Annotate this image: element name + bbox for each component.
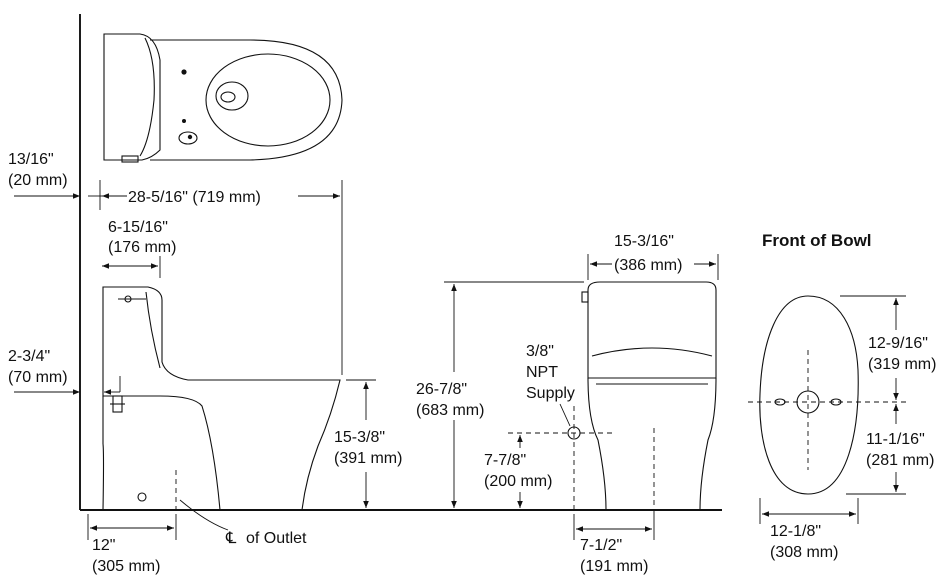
dim-15-3-16: 15-3/16" (386 mm) <box>587 233 719 280</box>
bowl-view <box>748 295 906 495</box>
bowl-view-title: Front of Bowl <box>762 231 872 250</box>
top-view <box>103 33 343 163</box>
side-view-profile <box>102 286 341 511</box>
supply-size: 3/8" <box>526 343 554 360</box>
dim-15-3-16-metric: (386 mm) <box>614 257 682 274</box>
supply-label: Supply <box>526 385 575 402</box>
dim-12-1-8-label: 12-1/8" <box>770 523 821 540</box>
dim-13-16-metric: (20 mm) <box>8 172 68 189</box>
top-view-tank-clip <box>121 155 139 163</box>
dim-2-3-4-metric: (70 mm) <box>8 369 68 386</box>
dim-12-9-16-label: 12-9/16" <box>868 335 928 352</box>
front-view-bowl-outline <box>587 377 717 511</box>
dim-15-3-16-label: 15-3/16" <box>614 233 674 250</box>
dim-12-label: 12" <box>92 537 115 554</box>
dim-2-3-4-label: 2-3/4" <box>8 348 50 365</box>
dim-11-1-16-label: 11-1/16" <box>866 431 925 448</box>
dim-12-9-16-metric: (319 mm) <box>868 356 936 373</box>
front-view-tank-dip <box>591 347 713 357</box>
dim-12-1-8: 12-1/8" (308 mm) <box>759 498 859 561</box>
bowl-view-bolt-hole-right <box>830 398 842 406</box>
dim-6-15-16-label: 6-15/16" <box>108 219 168 236</box>
dim-7-1-2: 7-1/2" (191 mm) <box>573 514 655 575</box>
top-view-tank-outline <box>103 33 161 161</box>
top-view-drain-inner <box>220 91 236 103</box>
dim-6-15-16: 6-15/16" (176 mm) <box>102 219 176 278</box>
dim-6-15-16-metric: (176 mm) <box>108 239 176 256</box>
side-view <box>102 286 341 514</box>
top-view-bowl-rim <box>205 53 331 147</box>
outlet-callout: ℄ of Outlet <box>179 499 307 547</box>
dim-13-16: 13/16" (20 mm) <box>8 151 104 199</box>
bowl-view-outlet-icon <box>796 390 820 414</box>
dim-12-metric: (305 mm) <box>92 558 160 575</box>
top-view-flush-button-icon <box>178 131 198 145</box>
dim-7-1-2-metric: (191 mm) <box>580 558 648 575</box>
supply-thread: NPT <box>526 364 558 381</box>
dim-7-1-2-label: 7-1/2" <box>580 537 622 554</box>
front-view <box>581 281 717 514</box>
top-view-tank-inner <box>139 37 155 157</box>
dim-7-7-8-label: 7-7/8" <box>484 452 526 469</box>
dim-15-3-8: 15-3/8" (391 mm) <box>334 379 402 508</box>
side-view-trapway <box>102 443 105 511</box>
dim-7-7-8-metric: (200 mm) <box>484 473 552 490</box>
bowl-view-outline <box>759 295 859 495</box>
top-view-bowl-outline <box>150 39 343 161</box>
npt-supply: 3/8" NPT Supply <box>508 343 612 514</box>
dim-13-16-label: 13/16" <box>8 151 54 168</box>
dim-11-1-16: 11-1/16" (281 mm) <box>846 404 934 495</box>
dim-7-7-8: 7-7/8" (200 mm) <box>484 435 552 508</box>
dim-15-3-8-label: 15-3/8" <box>334 429 385 446</box>
dim-15-3-8-metric: (391 mm) <box>334 450 402 467</box>
bowl-view-bolt-hole-left <box>774 398 786 406</box>
dim-26-7-8-label: 26-7/8" <box>416 381 467 398</box>
dim-12: 12" (305 mm) <box>87 514 177 575</box>
side-view-bolt-cap-icon <box>137 492 147 502</box>
dim-12-9-16: 12-9/16" (319 mm) <box>840 295 936 400</box>
side-view-tank-line <box>145 291 161 369</box>
dim-28-5-16-label: 28-5/16" (719 mm) <box>128 189 261 206</box>
dim-26-7-8-metric: (683 mm) <box>416 402 484 419</box>
top-view-mount-hole <box>181 69 187 75</box>
dim-2-3-4: 2-3/4" (70 mm) <box>8 348 121 395</box>
top-view-small-hole <box>182 119 186 123</box>
dim-12-1-8-metric: (308 mm) <box>770 544 838 561</box>
outlet-centerline-symbol: ℄ <box>225 530 237 547</box>
dim-11-1-16-metric: (281 mm) <box>866 452 934 469</box>
front-view-tank-outline <box>587 281 717 379</box>
top-view-drain-opening <box>215 81 249 111</box>
dim-26-7-8: 26-7/8" (683 mm) <box>416 281 584 508</box>
dim-28-5-16: 28-5/16" (719 mm) <box>99 180 343 375</box>
top-view-flush-dot <box>187 134 193 140</box>
front-view-lever-icon <box>581 291 589 303</box>
outlet-label: of Outlet <box>246 530 307 547</box>
